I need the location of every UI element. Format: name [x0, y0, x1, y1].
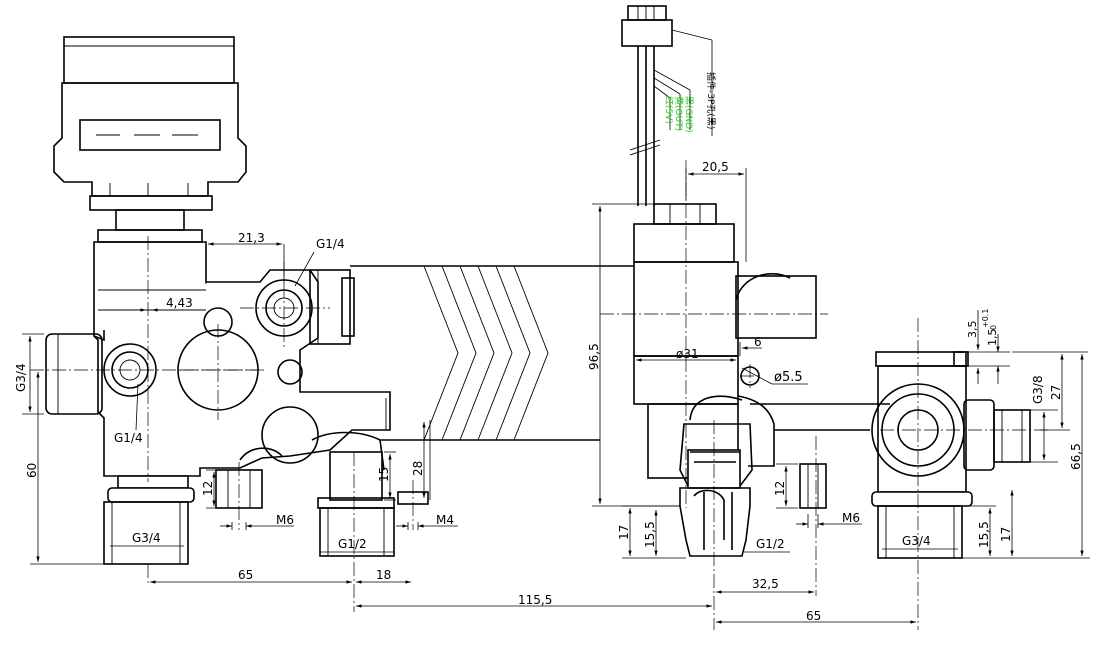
thread-bottom-port-right: G1/2 — [756, 537, 785, 551]
dim-17-a: 17 — [617, 525, 631, 540]
dim-65-left: 65 — [238, 568, 253, 582]
dim-96-5: 96,5 — [587, 343, 601, 370]
screw-m6-right: M6 — [842, 511, 860, 525]
sensor-body — [633, 203, 890, 557]
dim-17-b: 17 — [999, 527, 1013, 542]
dim-65-right: 65 — [806, 609, 821, 623]
dim-115-5: 115,5 — [518, 593, 552, 607]
dim-6: 6 — [754, 335, 762, 349]
dim-3-5: 3,5 — [966, 321, 979, 339]
left-dimensions: 21,3 G1/4 4,43 G3/4 G1/4 60 G3/4 12 — [14, 231, 458, 584]
wire-callout-main: 插件-3P孔(黑) — [705, 72, 717, 129]
dim-tolerance-zero: 0 — [989, 325, 998, 330]
dim-dia31: ø31 — [676, 347, 699, 361]
right-view: 插件-3P孔(黑) 黑(GND) 黄(OUT) 红(5V) — [356, 5, 1090, 630]
valve-body — [45, 241, 429, 565]
thread-left-port: G3/4 — [14, 363, 28, 392]
wire-connector: 插件-3P孔(黑) 黑(GND) 黄(OUT) 红(5V) — [621, 5, 717, 206]
dim-15-5-b: 15,5 — [977, 521, 991, 548]
dim-12-right: 12 — [773, 481, 787, 496]
connector-housing — [53, 36, 247, 243]
thread-side-port-right: G3/8 — [1031, 375, 1045, 404]
left-center-lines — [30, 236, 414, 612]
right-dimensions: 20,5 96,5 ø31 6 ø5.5 17 15,5 G1/2 12 — [356, 160, 1090, 624]
dim-32-5: 32,5 — [752, 577, 779, 591]
dim-15-5-a: 15,5 — [643, 521, 657, 548]
screw-m6-left: M6 — [276, 513, 294, 527]
dim-12-left: 12 — [201, 481, 215, 496]
dim-tolerance-upper: +0.1 — [981, 309, 990, 328]
wire-callout-2: 黄(OUT) — [673, 96, 685, 131]
right-center-lines — [600, 160, 1050, 630]
thread-side-port: G1/4 — [114, 431, 143, 445]
dim-28-left: 28 — [411, 461, 425, 476]
thread-lower-port: G1/2 — [338, 537, 367, 551]
thread-outlet-port: G3/4 — [902, 534, 931, 548]
dim-27: 27 — [1049, 385, 1063, 400]
dim-1-5: 1,5 — [986, 329, 999, 347]
dim-4-43: 4,43 — [166, 296, 193, 310]
dim-15-left: 15 — [377, 467, 391, 482]
dim-18-left: 18 — [376, 568, 391, 582]
dim-21-3: 21,3 — [238, 231, 265, 245]
screw-m4-left: M4 — [436, 513, 454, 527]
break-symbol — [350, 265, 634, 441]
thread-top-port: G1/4 — [316, 237, 345, 251]
wire-callout-3: 红(5V) — [663, 96, 675, 124]
dim-60: 60 — [25, 463, 39, 478]
left-view: 21,3 G1/4 4,43 G3/4 G1/4 60 G3/4 12 — [14, 36, 458, 612]
dim-20-5: 20,5 — [702, 160, 729, 174]
wire-callout-1: 黑(GND) — [683, 96, 694, 133]
dim-dia5-5: ø5.5 — [774, 370, 803, 385]
thread-bottom-port: G3/4 — [132, 531, 161, 545]
dim-66-5: 66,5 — [1069, 443, 1083, 470]
